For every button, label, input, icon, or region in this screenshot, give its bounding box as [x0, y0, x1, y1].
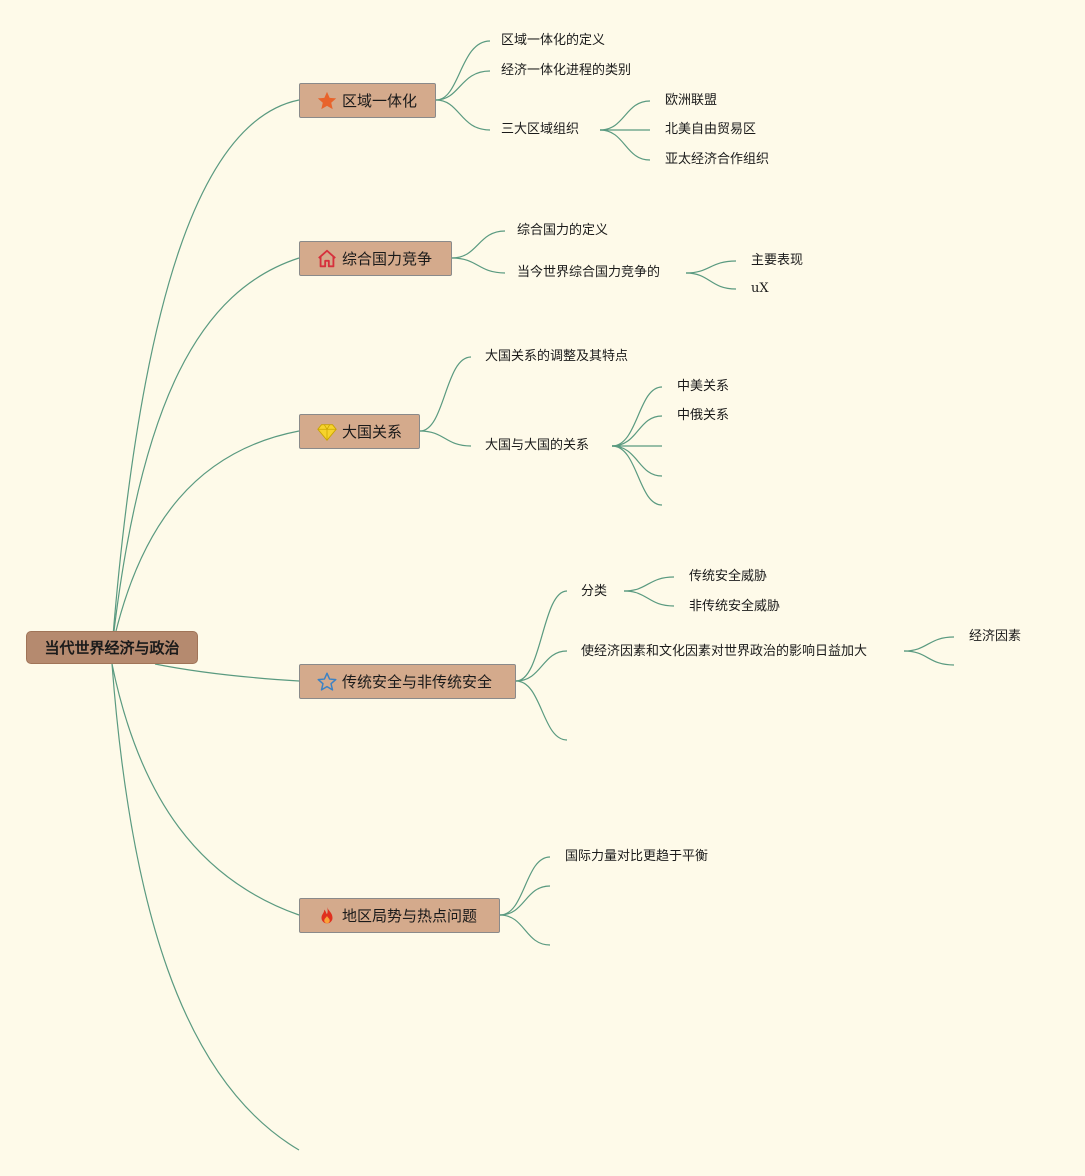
- leaf-topic[interactable]: 主要表现: [751, 253, 804, 268]
- root-topic-label: 当代世界经济与政治: [44, 639, 180, 657]
- branch-major-power-relations[interactable]: 大国关系: [299, 414, 420, 449]
- leaf-topic[interactable]: 国际力量对比更趋于平衡: [565, 849, 709, 864]
- branch-label: 大国关系: [342, 423, 403, 441]
- leaf-topic[interactable]: 欧洲联盟: [665, 93, 718, 108]
- leaf-topic[interactable]: 三大区域组织: [501, 122, 580, 137]
- leaf-topic[interactable]: 传统安全威胁: [689, 569, 768, 584]
- leaf-topic[interactable]: 分类: [581, 584, 608, 599]
- fire-icon: [316, 905, 338, 927]
- leaf-topic[interactable]: 亚太经济合作组织: [665, 152, 770, 167]
- leaf-topic[interactable]: 大国关系的调整及其特点: [485, 349, 629, 364]
- leaf-topic[interactable]: 中美关系: [677, 379, 730, 394]
- leaf-topic[interactable]: 经济因素: [969, 629, 1022, 644]
- connector-root-b5: [111, 663, 300, 916]
- leaf-topic[interactable]: 综合国力的定义: [517, 223, 609, 238]
- leaf-topic[interactable]: uX: [751, 281, 769, 296]
- leaf-topic[interactable]: 当今世界综合国力竞争的: [517, 265, 661, 280]
- star-outline-icon: [316, 671, 338, 693]
- diamond-icon: [316, 421, 338, 443]
- branch-label: 地区局势与热点问题: [342, 907, 478, 925]
- branch-comprehensive-power[interactable]: 综合国力竞争: [299, 241, 452, 276]
- branch-label: 综合国力竞争: [342, 250, 433, 268]
- connector-root-b1: [111, 99, 300, 649]
- branch-traditional-security[interactable]: 传统安全与非传统安全: [299, 664, 516, 699]
- star-filled-icon: [316, 90, 338, 112]
- branch-label: 区域一体化: [342, 92, 418, 110]
- branch-regional-integration[interactable]: 区域一体化: [299, 83, 436, 118]
- connector-root-b3: [111, 430, 300, 649]
- connector-root-b2: [111, 257, 300, 649]
- leaf-topic[interactable]: 非传统安全威胁: [689, 599, 781, 614]
- leaf-topic[interactable]: 大国与大国的关系: [485, 438, 590, 453]
- leaf-topic[interactable]: 区域一体化的定义: [501, 33, 606, 48]
- house-icon: [316, 248, 338, 270]
- connector-root-b4: [154, 663, 300, 682]
- leaf-topic[interactable]: 北美自由贸易区: [665, 122, 757, 137]
- connector-root-extra: [111, 663, 300, 1151]
- root-topic[interactable]: 当代世界经济与政治: [26, 631, 198, 664]
- branch-regional-hotspots[interactable]: 地区局势与热点问题: [299, 898, 500, 933]
- branch-label: 传统安全与非传统安全: [342, 673, 493, 691]
- leaf-topic[interactable]: 使经济因素和文化因素对世界政治的影响日益加大: [581, 644, 868, 659]
- leaf-topic[interactable]: 经济一体化进程的类别: [501, 63, 632, 78]
- leaf-topic[interactable]: 中俄关系: [677, 408, 730, 423]
